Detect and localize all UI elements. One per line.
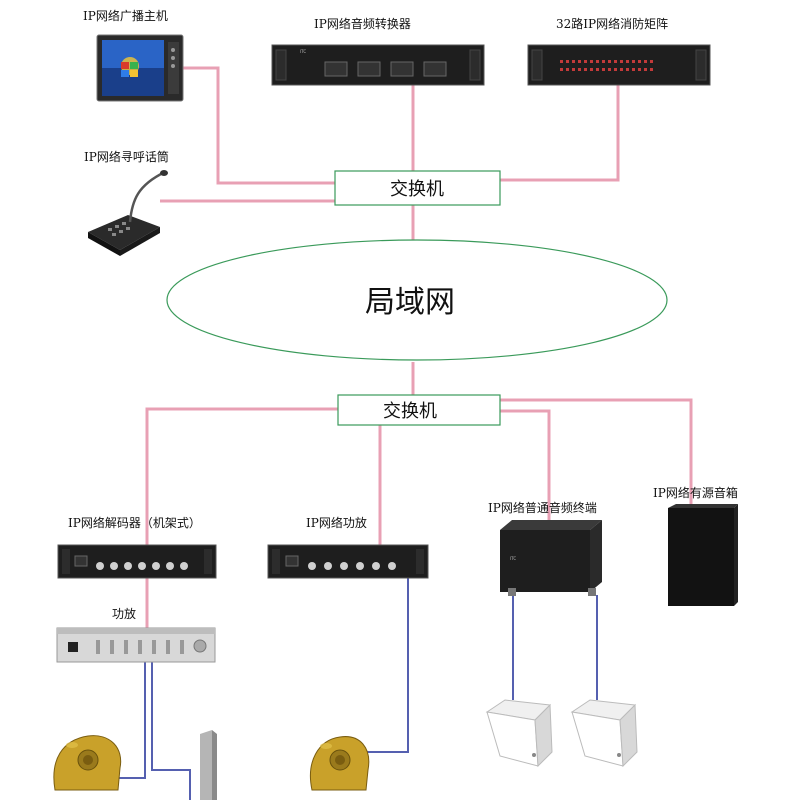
switch-bottom-label: 交换机: [383, 401, 437, 422]
silver-amplifier-icon: [56, 627, 216, 663]
active-speaker-label: IP网络有源音箱: [653, 485, 738, 500]
lan-cloud: 局域网: [166, 239, 668, 361]
audio-links: [118, 578, 598, 800]
lan-label: 局域网: [365, 285, 455, 320]
fire-matrix: 32路IP网络消防矩阵: [527, 16, 711, 86]
decoder-label: IP网络解码器（机架式）: [68, 515, 201, 530]
audio-amp-rock: [118, 662, 146, 779]
audio-netamp-rock: [360, 578, 409, 753]
link-switch-terminal: [500, 409, 551, 520]
wall-mounted-speaker-icon: [485, 699, 553, 768]
wall-speaker-left: [485, 699, 553, 768]
amplifier-label: 功放: [112, 606, 136, 621]
link-switch-decoder: [145, 407, 338, 545]
link-host-switch: [183, 66, 335, 185]
rock-speaker-left: [53, 735, 122, 791]
rack-net-amp-icon: [267, 544, 429, 579]
rock-garden-speaker-icon: [310, 736, 370, 791]
decoder-rack: IP网络解码器（机架式）: [57, 515, 217, 579]
broadcast-host: IP网络广播主机: [83, 8, 184, 102]
wall-speaker-right: [570, 699, 638, 768]
paging-mic-label: IP网络寻呼话筒: [84, 149, 169, 164]
desktop-paging-microphone-icon: [88, 170, 168, 256]
terminal-box-icon: ITC: [500, 520, 602, 596]
rock-garden-speaker-icon: [53, 735, 122, 791]
box-speaker-icon: [668, 504, 738, 606]
switch-top-label: 交换机: [390, 179, 444, 200]
rock-speaker-right: [310, 736, 370, 791]
network-amplifier: IP网络功放: [267, 515, 429, 579]
switch-top: 交换机: [334, 170, 501, 206]
terminal-label: IP网络普通音频终端: [488, 500, 597, 515]
matrix-label: 32路IP网络消防矩阵: [556, 16, 668, 31]
switch-bottom: 交换机: [337, 394, 501, 426]
link-matrix-switch: [500, 85, 620, 182]
audio-terminal: IP网络普通音频终端 ITC: [488, 500, 602, 596]
rack-converter-icon: ITC: [271, 44, 485, 86]
network-links: [145, 66, 693, 628]
active-speaker: IP网络有源音箱: [653, 485, 738, 606]
wall-mounted-speaker-icon: [570, 699, 638, 768]
host-label: IP网络广播主机: [83, 8, 168, 23]
column-speaker: [200, 730, 217, 800]
paging-microphone: IP网络寻呼话筒: [84, 149, 169, 256]
svg-text:ITC: ITC: [300, 49, 306, 54]
net-amp-label: IP网络功放: [306, 515, 367, 530]
link-switch-active: [500, 398, 693, 508]
audio-amp-column: [151, 662, 191, 800]
column-speaker-icon: [200, 730, 217, 800]
rack-decoder-icon: [57, 544, 217, 579]
svg-text:ITC: ITC: [510, 556, 516, 561]
touchscreen-rack-host-icon: [96, 34, 184, 102]
amplifier: 功放: [56, 606, 216, 663]
converter-label: IP网络音频转换器: [314, 16, 411, 31]
rack-matrix-icon: [527, 44, 711, 86]
audio-converter: IP网络音频转换器 ITC: [271, 16, 485, 86]
